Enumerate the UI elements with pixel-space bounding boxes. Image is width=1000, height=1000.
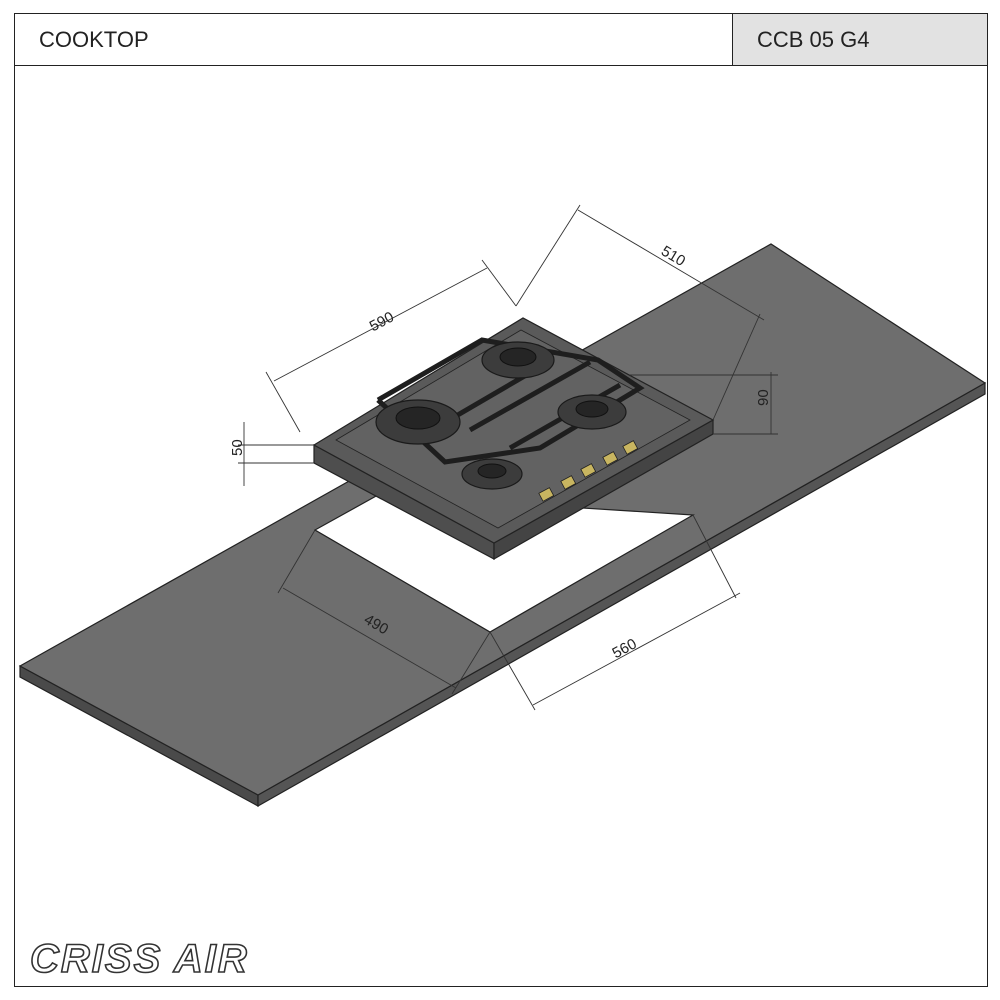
brand-logo-text: CRISS AIR [30, 937, 249, 981]
control-knobs [538, 440, 639, 502]
model-number-label: CCB 05 G4 [732, 14, 987, 65]
product-type-label: COOKTOP [39, 26, 149, 52]
dimension-90-label: 90 [755, 389, 772, 406]
dimension-560-label: 560 [610, 635, 640, 662]
cooktop-hob [312, 317, 715, 561]
burner-rear-left [375, 399, 461, 445]
burner-front-left [461, 458, 523, 490]
dimension-590-label: 590 [367, 309, 397, 336]
dimension-lines [238, 204, 778, 711]
dimension-50-label: 50 [229, 439, 246, 456]
burner-front-right [557, 394, 627, 430]
title-block: COOKTOP CCB 05 G4 [15, 14, 987, 66]
criss-air-logo: CRISS AIR [29, 936, 249, 982]
burner-rear-right [481, 341, 555, 379]
drawing-sheet: COOKTOP CCB 05 G4 [14, 13, 988, 987]
dimension-510-label: 510 [658, 243, 688, 270]
hob-inner-panel [335, 329, 691, 529]
